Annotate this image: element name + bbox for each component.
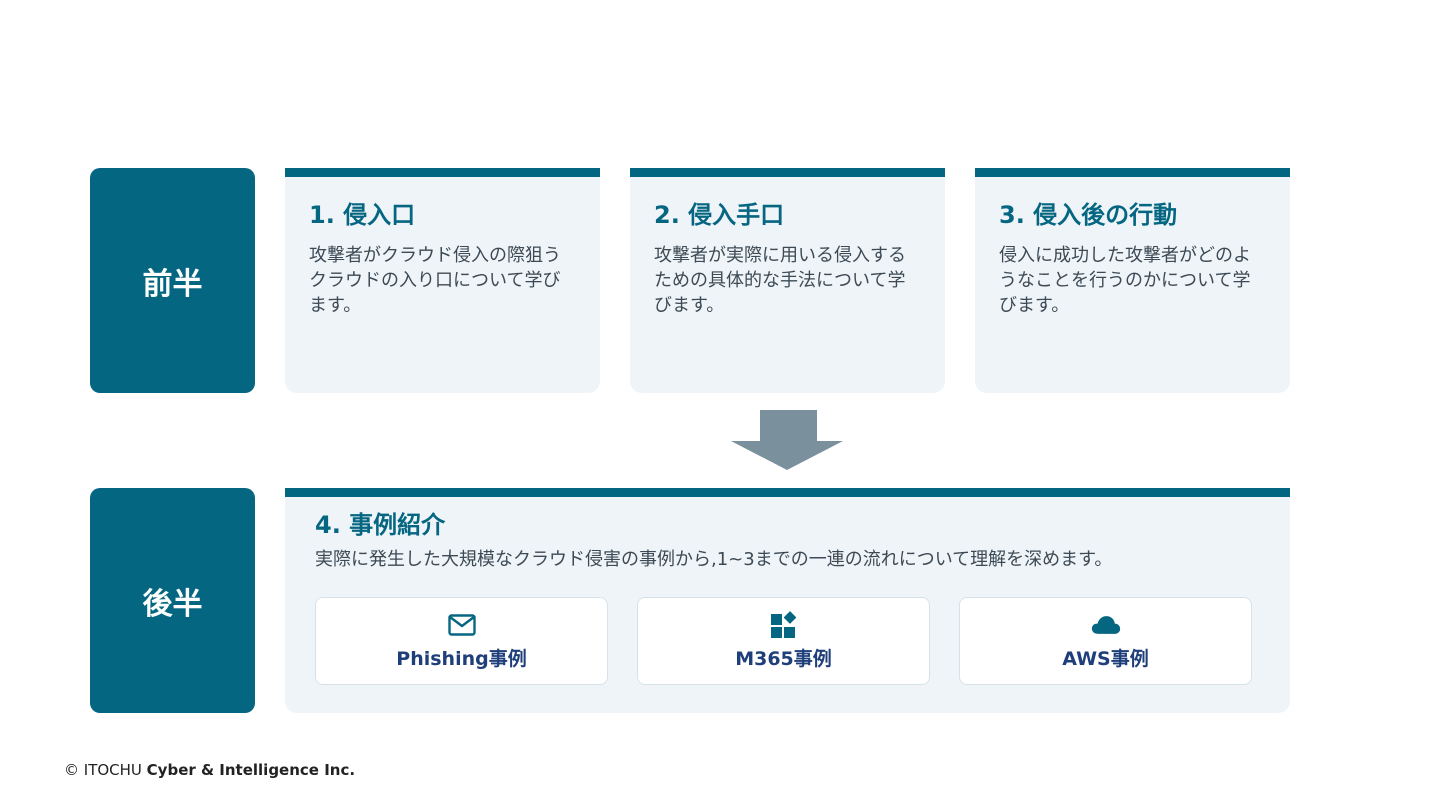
copyright-prefix: © ITOCHU	[64, 761, 147, 779]
mail-icon	[447, 611, 477, 639]
apps-icon	[769, 611, 799, 639]
m365-case-label: M365事例	[735, 648, 832, 670]
card-title: 2. 侵入手口	[654, 201, 785, 229]
phishing-case-label: Phishing事例	[396, 648, 527, 670]
cloud-icon	[1091, 611, 1121, 639]
phase-first-block: 前半	[90, 168, 255, 393]
topic-card-entry-points: 1. 侵入口 攻撃者がクラウド侵入の際狙うクラウドの入り口について学びます。	[285, 168, 600, 393]
phase-first-label: 前半	[142, 266, 203, 302]
company-name: Cyber & Intelligence Inc.	[146, 761, 356, 779]
phishing-case-button[interactable]: Phishing事例	[315, 597, 608, 685]
card-description: 攻撃者がクラウド侵入の際狙うクラウドの入り口について学びます。	[309, 245, 561, 316]
m365-case-button[interactable]: M365事例	[637, 597, 930, 685]
case-studies-panel: 4. 事例紹介 実際に発生した大規模なクラウド侵害の事例から,1~3までの一連の…	[285, 488, 1290, 713]
topic-card-intrusion-methods: 2. 侵入手口 攻撃者が実際に用いる侵入するための具体的な手法について学びます。	[630, 168, 945, 393]
card-title: 1. 侵入口	[309, 201, 416, 229]
down-arrow-icon	[731, 410, 843, 470]
card-description: 侵入に成功した攻撃者がどのようなことを行うのかについて学びます。	[999, 245, 1251, 316]
copyright-footer: © ITOCHU Cyber & Intelligence Inc.	[64, 760, 355, 780]
aws-case-button[interactable]: AWS事例	[959, 597, 1252, 685]
phase-second-block: 後半	[90, 488, 255, 713]
case-studies-description: 実際に発生した大規模なクラウド侵害の事例から,1~3までの一連の流れについて理解…	[315, 549, 1113, 570]
card-description: 攻撃者が実際に用いる侵入するための具体的な手法について学びます。	[654, 245, 906, 316]
aws-case-label: AWS事例	[1062, 648, 1149, 670]
topic-card-post-intrusion: 3. 侵入後の行動 侵入に成功した攻撃者がどのようなことを行うのかについて学びま…	[975, 168, 1290, 393]
card-title: 3. 侵入後の行動	[999, 201, 1178, 229]
phase-second-label: 後半	[142, 586, 203, 622]
case-studies-title: 4. 事例紹介	[315, 511, 446, 539]
